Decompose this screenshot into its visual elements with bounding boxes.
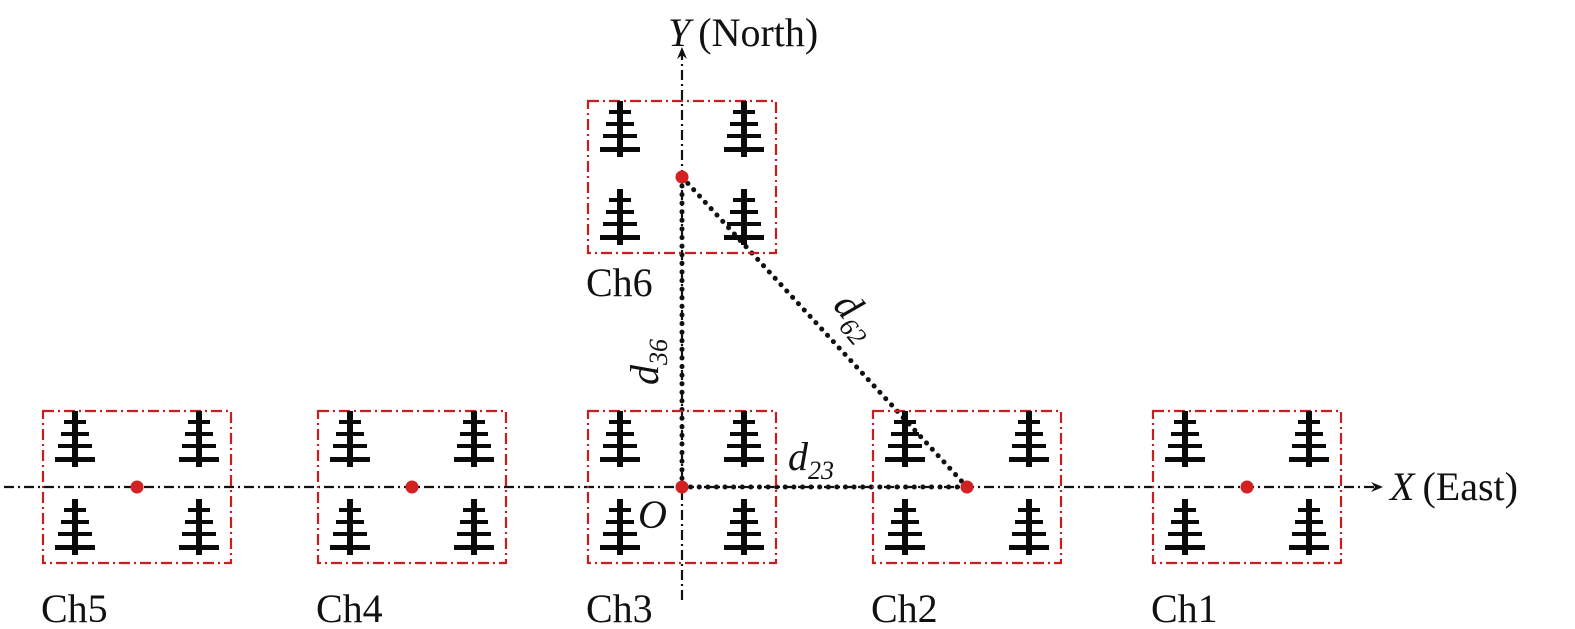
center-point-icon	[130, 480, 144, 494]
antenna-tower-icon	[600, 499, 640, 555]
antenna-tower-icon	[1289, 411, 1329, 467]
antenna-tower-icon	[1009, 411, 1049, 467]
antenna-tower-icon	[600, 189, 640, 245]
antenna-tower-icon	[179, 411, 219, 467]
x-axis-symbol: X	[1388, 464, 1416, 509]
antenna-tower-icon	[600, 411, 640, 467]
antenna-tower-icon	[724, 101, 764, 157]
antenna-tower-icon	[454, 411, 494, 467]
axes: X(East) Y(North) O	[4, 10, 1518, 600]
distance-line-d62	[679, 174, 970, 490]
distance-subscript: 36	[644, 339, 673, 366]
station-ch1: Ch1	[1151, 409, 1343, 629]
y-axis-symbol: Y	[668, 10, 694, 55]
center-point-icon	[675, 170, 689, 184]
station-label-ch4: Ch4	[316, 586, 383, 629]
distance-symbol: d	[622, 364, 667, 385]
center-point-icon	[405, 480, 419, 494]
antenna-tower-icon	[1165, 411, 1205, 467]
station-label-ch2: Ch2	[871, 586, 938, 629]
distance-label-d62: d62	[821, 283, 890, 351]
station-label-ch1: Ch1	[1151, 586, 1218, 629]
x-axis-direction: (East)	[1422, 464, 1518, 509]
antenna-tower-icon	[724, 499, 764, 555]
antenna-tower-icon	[55, 411, 95, 467]
distance-label-d36: d36	[622, 339, 673, 385]
station-boundary-box	[871, 409, 1063, 565]
station-ch4: Ch4	[316, 409, 508, 629]
antenna-tower-icon	[885, 411, 925, 467]
antenna-tower-icon	[179, 499, 219, 555]
origin-label: O	[638, 492, 667, 537]
center-point-icon	[1240, 480, 1254, 494]
antenna-tower-icon	[330, 411, 370, 467]
antenna-tower-icon	[724, 189, 764, 245]
distance-label-d23: d23	[788, 434, 834, 485]
antenna-tower-icon	[1289, 499, 1329, 555]
distance-symbol: d	[788, 434, 809, 479]
station-boundary-box	[586, 99, 778, 255]
station-label-ch3: Ch3	[586, 586, 653, 629]
antenna-tower-icon	[454, 499, 494, 555]
antenna-tower-icon	[885, 499, 925, 555]
antenna-tower-icon	[724, 411, 764, 467]
distance-lines	[679, 174, 970, 490]
station-boundary-box	[1151, 409, 1343, 565]
station-ch3: Ch3	[586, 409, 778, 629]
station-boundary-box	[41, 409, 233, 565]
center-point-icon	[960, 480, 974, 494]
antenna-tower-icon	[1165, 499, 1205, 555]
stations: Ch1 Ch2 Ch3 Ch4 Ch5 Ch6	[41, 99, 1343, 629]
x-axis-label: X(East)	[1388, 464, 1518, 509]
antenna-tower-icon	[55, 499, 95, 555]
antenna-tower-icon	[330, 499, 370, 555]
center-point-icon	[675, 480, 689, 494]
station-label-ch6: Ch6	[586, 260, 653, 305]
distance-subscript: 23	[808, 456, 834, 485]
station-boundary-box	[316, 409, 508, 565]
antenna-tower-icon	[1009, 499, 1049, 555]
station-ch2: Ch2	[871, 409, 1063, 629]
station-boundary-box	[586, 409, 778, 565]
y-axis-label: Y(North)	[668, 10, 818, 55]
station-ch6: Ch6	[586, 99, 778, 305]
station-label-ch5: Ch5	[41, 586, 108, 629]
station-ch5: Ch5	[41, 409, 233, 629]
y-axis-direction: (North)	[698, 10, 818, 55]
antenna-tower-icon	[600, 101, 640, 157]
distance-labels: d36 d62 d23	[622, 283, 890, 485]
